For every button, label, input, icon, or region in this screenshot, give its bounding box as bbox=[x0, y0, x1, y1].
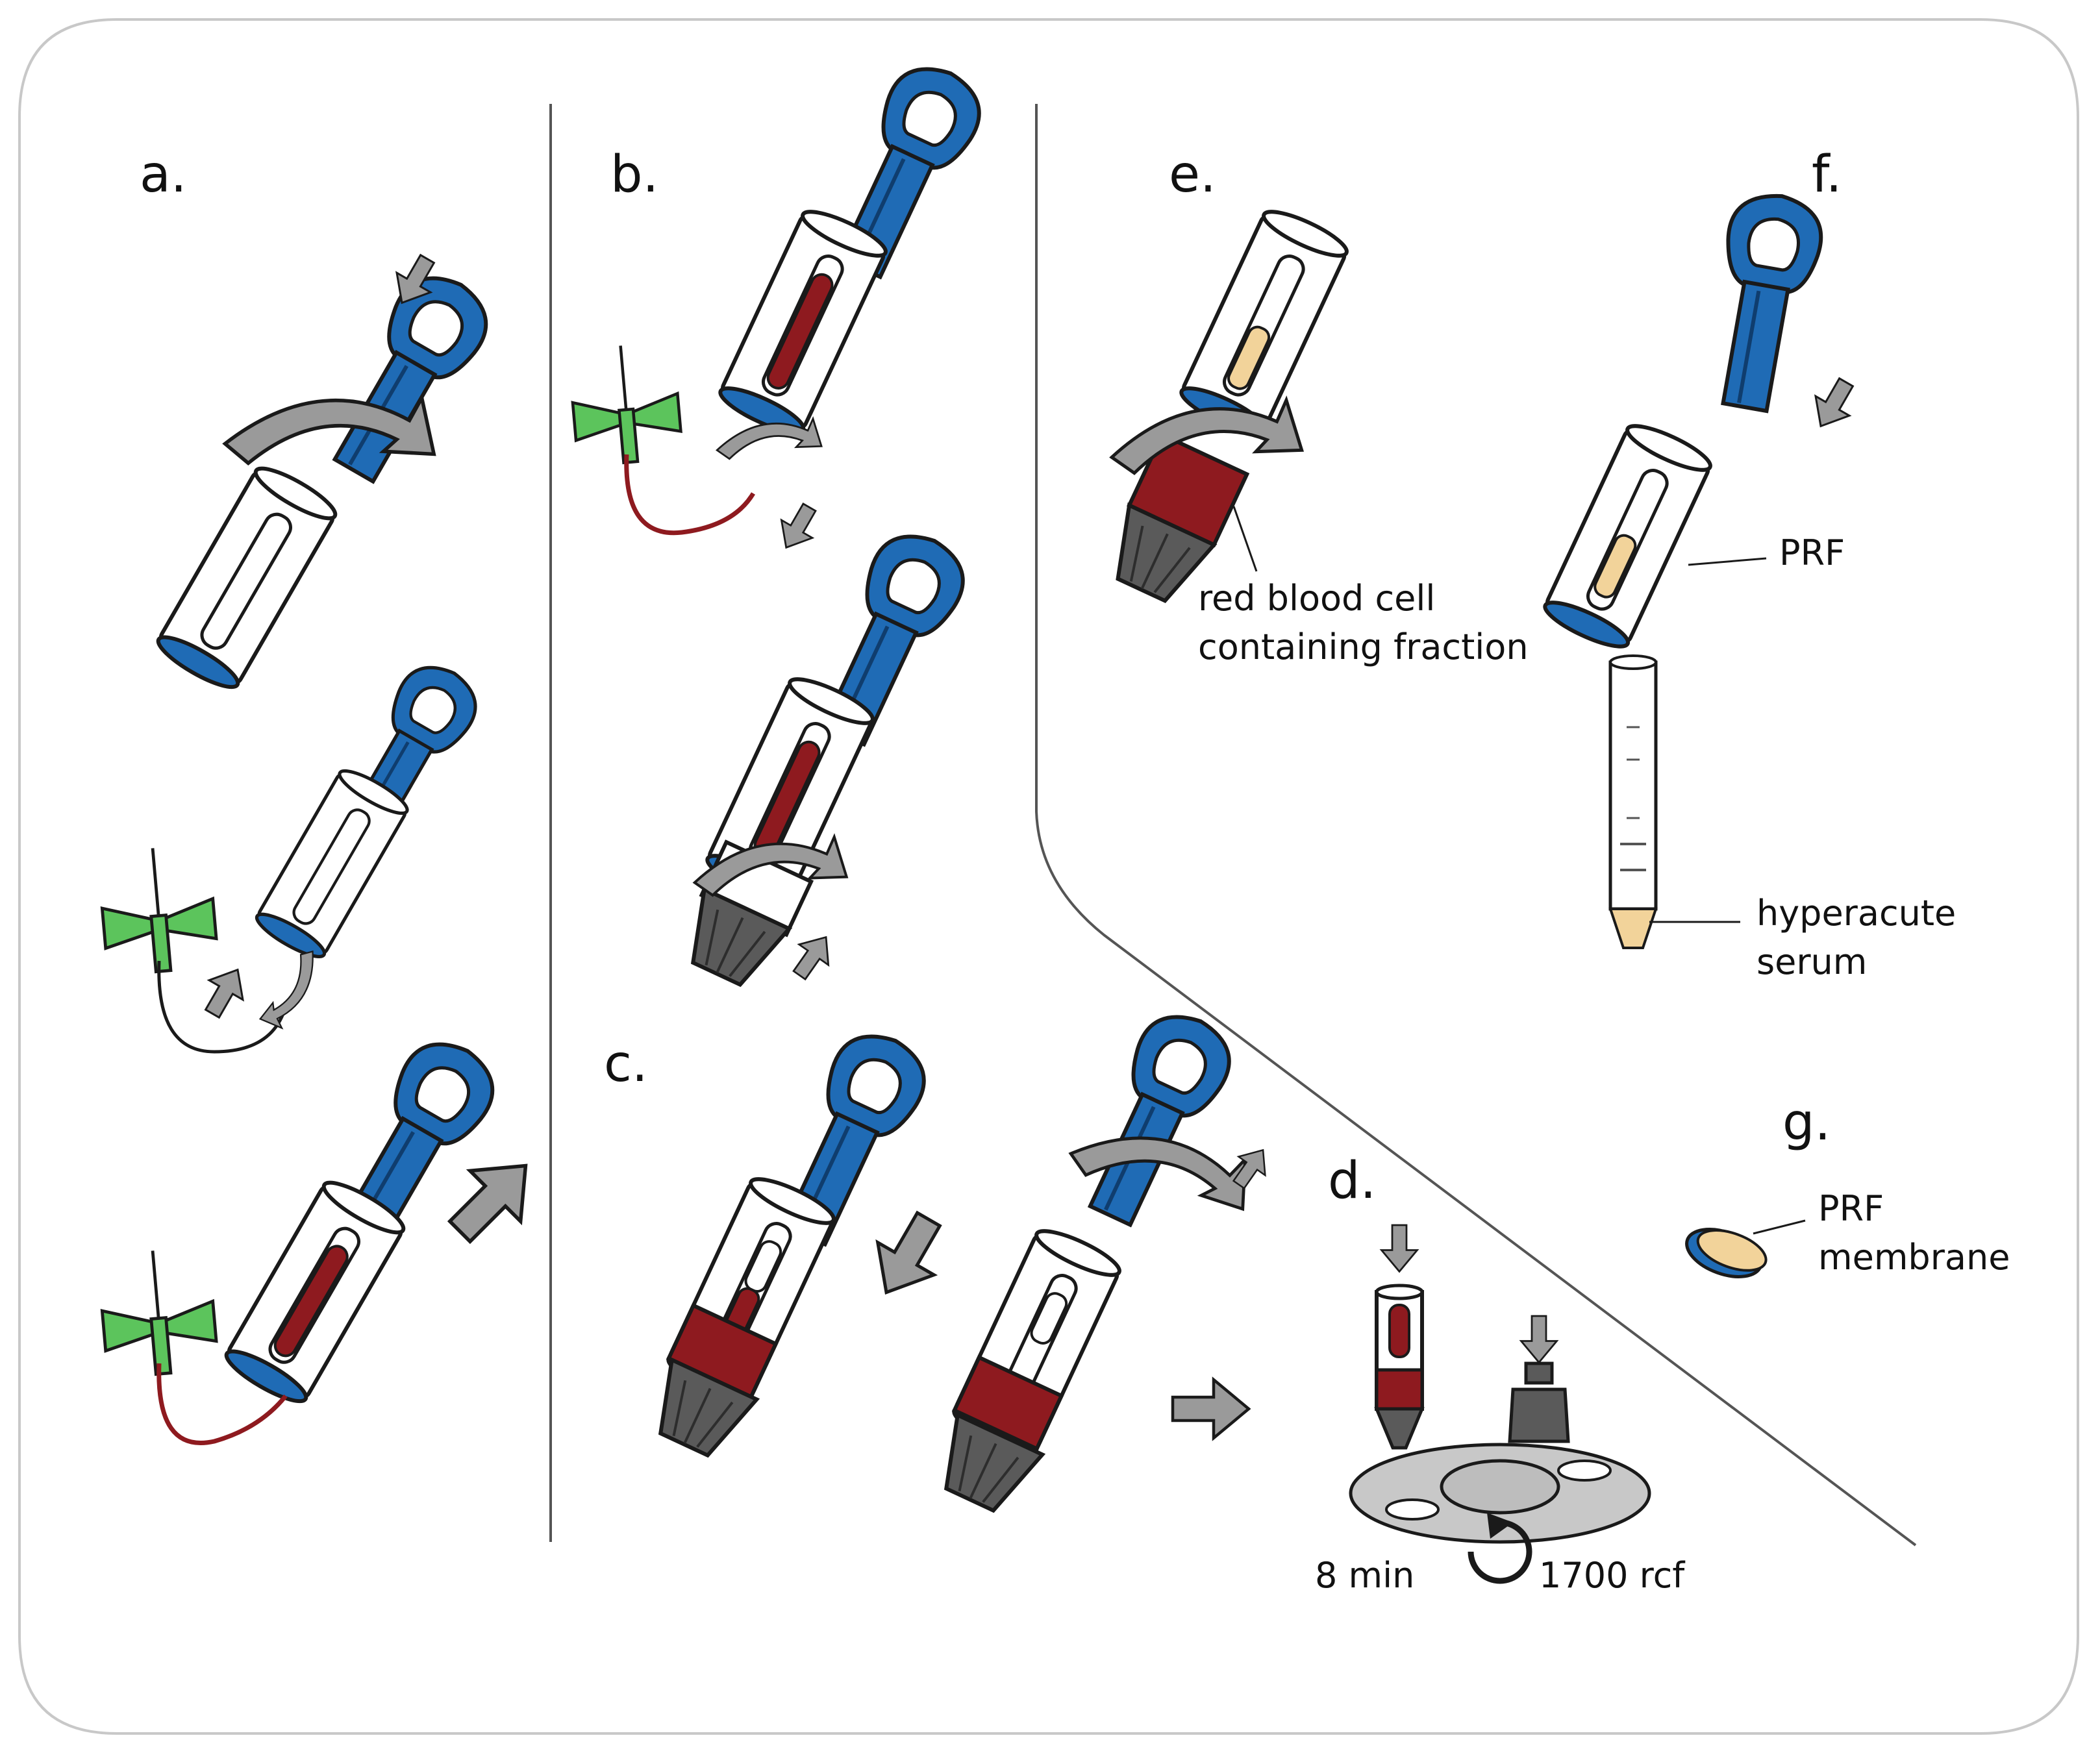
rotor-plate-icon bbox=[1349, 1443, 1651, 1544]
rotate-arrow-icon bbox=[259, 945, 326, 1033]
collection-tube-icon bbox=[1608, 654, 1658, 949]
panel-a-step1-syringe-assembly bbox=[153, 248, 501, 695]
prf-membrane-icon bbox=[1685, 1228, 1768, 1278]
prf-label: PRF bbox=[1779, 532, 1845, 573]
butterfly-needle-icon bbox=[97, 1246, 219, 1378]
panel-e-separation: red blood cell containing fraction bbox=[1099, 210, 1529, 667]
arrow-right-icon bbox=[1173, 1380, 1249, 1438]
panel-c-step1 bbox=[642, 1021, 956, 1464]
arrow-down-icon bbox=[1520, 1315, 1558, 1363]
butterfly-needle-icon bbox=[568, 341, 683, 466]
membrane-label-line1: PRF bbox=[1818, 1188, 1884, 1229]
panel-a-step3-blood-draw bbox=[97, 1028, 551, 1445]
rotation-icon bbox=[1468, 1513, 1532, 1584]
butterfly-needle-icon bbox=[97, 843, 219, 976]
counterweight-icon bbox=[1508, 1361, 1570, 1443]
panel-g-membrane: PRF membrane bbox=[1685, 1188, 2010, 1278]
arrow-up-icon bbox=[784, 926, 842, 987]
panel-f-harvest: PRF hyperacute serum bbox=[1543, 188, 1956, 982]
panel-label-f: f. bbox=[1812, 145, 1842, 204]
panel-label-c: c. bbox=[604, 1035, 648, 1093]
panel-d-centrifuge: 8 min 1700 rcf bbox=[1315, 1224, 1686, 1596]
arrow-down-icon bbox=[858, 1203, 957, 1309]
serum-label-line1: hyperacute bbox=[1756, 893, 1956, 934]
centrifuge-tube-icon bbox=[1374, 1284, 1425, 1450]
panel-label-a: a. bbox=[140, 145, 187, 204]
arrow-up-icon bbox=[434, 1141, 551, 1257]
rbc-fraction-label-line2: containing fraction bbox=[1198, 627, 1529, 667]
panel-label-d: d. bbox=[1328, 1152, 1376, 1210]
arrow-down-icon bbox=[1803, 371, 1864, 437]
membrane-label-line2: membrane bbox=[1818, 1237, 2010, 1278]
arrow-down-icon bbox=[1381, 1224, 1418, 1273]
arrow-down-icon bbox=[769, 497, 826, 558]
panel-label-b: b. bbox=[610, 145, 658, 204]
panel-label-g: g. bbox=[1782, 1093, 1831, 1152]
panel-b-step1 bbox=[568, 54, 993, 558]
panel-label-e: e. bbox=[1169, 145, 1216, 204]
arrow-up-icon bbox=[194, 959, 256, 1025]
spin-force-label: 1700 rcf bbox=[1539, 1555, 1686, 1596]
panel-a-step2-needle-attach bbox=[97, 654, 488, 1054]
figure-frame bbox=[18, 18, 2079, 1735]
rbc-fraction-label-line1: red blood cell bbox=[1198, 578, 1435, 619]
panel-c-step2 bbox=[927, 1002, 1277, 1519]
panel-b-step2-cap bbox=[674, 521, 976, 993]
spin-time-label: 8 min bbox=[1315, 1555, 1414, 1596]
divider-b-ef bbox=[1035, 104, 1917, 1546]
serum-label-line2: serum bbox=[1756, 941, 1867, 982]
